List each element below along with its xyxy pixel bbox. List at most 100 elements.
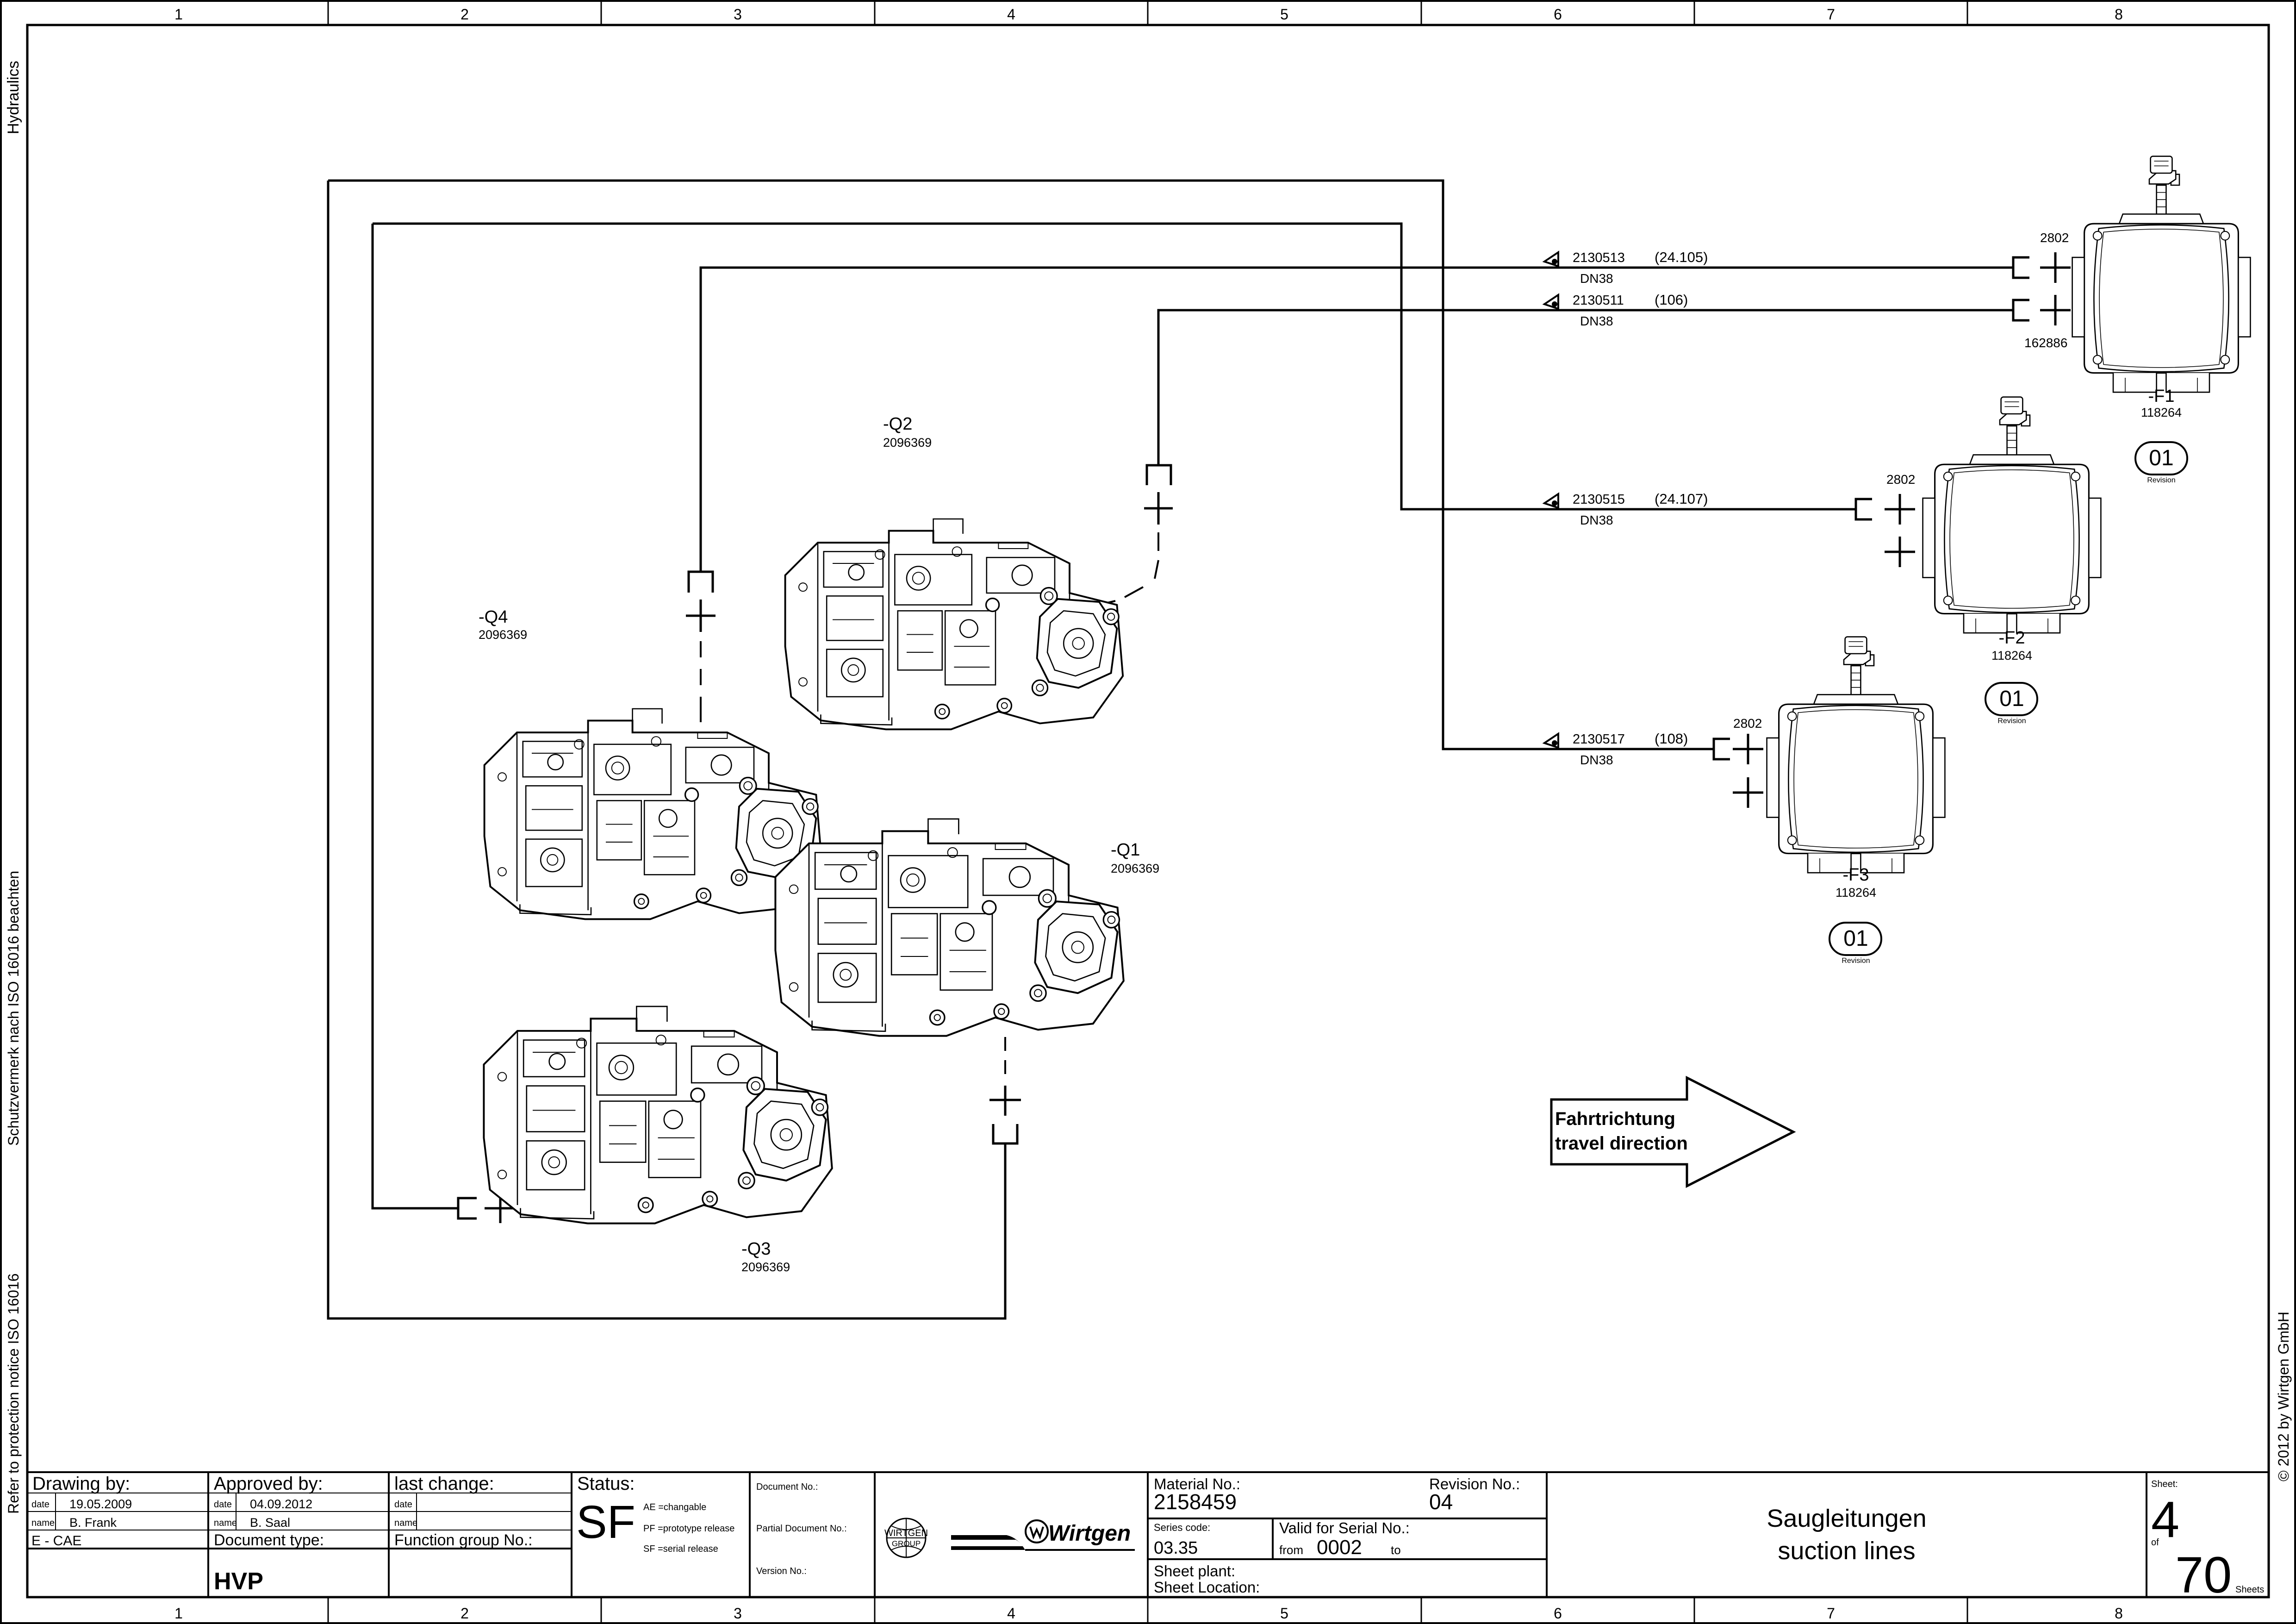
title-block: Drawing by: Approved by: last change: da… (27, 1471, 2269, 1604)
port-cross (2040, 295, 2071, 325)
line-q3 (371, 224, 458, 1210)
filter-f1-drawing (2072, 156, 2251, 393)
pump-q3-drawing (471, 996, 839, 1230)
fitting-number: 2802 (1886, 472, 1915, 487)
hose-size: DN38 (1580, 271, 1613, 286)
hose-size: DN38 (1580, 513, 1613, 527)
port-cross (1733, 777, 1763, 808)
fitting-number: 2802 (2040, 231, 2069, 245)
column-number: 4 (1007, 6, 1015, 23)
filter-number: 118264 (1836, 886, 1876, 899)
material-no: 2158459 (1154, 1490, 1237, 1514)
department: E - CAE (31, 1533, 81, 1549)
line-to-f1-lower (1157, 309, 2013, 465)
hose-reference: (106) (1655, 292, 1688, 308)
filter-f2-label: -F2 118264 01 Revision (1985, 628, 2038, 725)
revision-badge (2134, 441, 2188, 475)
wirtgen-logo: Wirtgen (951, 1519, 1135, 1551)
column-number: 2 (460, 6, 469, 23)
column-number: 8 (2115, 6, 2123, 23)
suction-lines (327, 179, 2013, 1320)
pump-labels: -Q1 2096369 -Q2 2096369 -Q3 2096369 -Q4 … (479, 414, 1159, 1274)
column-number: 3 (734, 6, 742, 23)
column-number: 5 (1280, 6, 1288, 23)
hose-reference: (24.105) (1655, 249, 1708, 265)
hose-part-number: 2130517 (1573, 732, 1625, 747)
material-no-label: Material No.: (1154, 1475, 1240, 1493)
function-group-label: Function group No.: (394, 1531, 533, 1549)
status-legend-sf: SF =serial release (643, 1544, 718, 1554)
revision-number: 01 (2149, 446, 2173, 470)
hose-part-number: 2130515 (1573, 492, 1625, 507)
hose-size: DN38 (1580, 314, 1613, 328)
fitting-number: 162886 (2024, 336, 2067, 350)
hose-label: 2130511 (106) DN38 (1542, 292, 1688, 328)
wirtgen-group-logo: WIRTGEN GROUP (884, 1518, 928, 1558)
side-label-protection-de: Schutzvermerk nach ISO 16016 beachten (5, 871, 22, 1146)
travel-direction-en: travel direction (1555, 1133, 1688, 1154)
port-bracket (457, 1197, 477, 1220)
status-legend-pf: PF =prototype release (643, 1524, 734, 1534)
port-bracket (2012, 256, 2029, 279)
column-numbers-bottom: 1 2 3 4 5 6 7 8 (174, 1605, 2123, 1622)
series-code: 03.35 (1154, 1538, 1198, 1558)
port-cross (1885, 537, 1915, 567)
revision-label: Revision (1842, 957, 1870, 965)
column-number: 1 (174, 6, 183, 23)
hose-icon (1542, 293, 1559, 310)
column-number: 7 (1827, 1605, 1835, 1622)
revision-label: Revision (1997, 717, 2026, 725)
column-number: 8 (2115, 1605, 2123, 1622)
revision-no: 04 (1429, 1490, 1453, 1514)
port-cross (686, 600, 716, 632)
hose-reference: (108) (1655, 731, 1688, 747)
name-label: name (394, 1518, 417, 1528)
port-symbols (457, 252, 2071, 1223)
port-cross (2040, 252, 2071, 283)
series-code-label: Series code: (1154, 1522, 1210, 1533)
revision-badge (1829, 922, 1882, 956)
column-number: 4 (1007, 1605, 1015, 1622)
hose-part-number: 2130511 (1573, 293, 1624, 308)
port-cross (1733, 734, 1763, 764)
approved-date: 04.09.2012 (250, 1497, 312, 1511)
revision-number: 01 (1999, 687, 2024, 711)
hose-label: 2130513 (24.105) DN38 (1542, 249, 1708, 286)
port-bracket (992, 1124, 1019, 1145)
pump-q2-number: 2096369 (883, 436, 932, 450)
logo-brand: Wirtgen (1048, 1521, 1131, 1546)
line-to-f2 (373, 222, 1856, 511)
revision-no-label: Revision No.: (1429, 1475, 1520, 1493)
valid-serial-label: Valid for Serial No.: (1279, 1519, 1410, 1537)
approved-by-label: Approved by: (214, 1474, 323, 1494)
status-legend-ae: AE =changable (643, 1502, 706, 1512)
date-label: date (394, 1499, 412, 1510)
travel-direction-arrow: Fahrtrichtung travel direction (1550, 1075, 1796, 1188)
column-number: 7 (1827, 6, 1835, 23)
filter-f3-drawing (1766, 636, 1946, 874)
version-label: Version No.: (756, 1566, 807, 1576)
revision-label: Revision (2147, 476, 2175, 484)
filter-number: 118264 (1991, 649, 2032, 662)
last-change-label: last change: (394, 1474, 494, 1494)
hose-label: 2130517 (108) DN38 (1542, 731, 1688, 767)
name-label: name (214, 1518, 237, 1528)
filter-f3-label: -F3 118264 01 Revision (1829, 865, 1882, 965)
hose-size: DN38 (1580, 753, 1613, 767)
filter-tag: -F3 (1843, 865, 1869, 885)
approved-name: B. Saal (250, 1516, 290, 1530)
column-number: 1 (174, 1605, 183, 1622)
revision-badge (1985, 682, 2038, 716)
arrow-right-icon (1550, 1075, 1796, 1188)
port-bracket (1145, 464, 1172, 485)
pump-q4-number: 2096369 (479, 628, 527, 642)
from-label: from (1279, 1543, 1303, 1557)
hose-label: 2130515 (24.107) DN38 (1542, 491, 1708, 527)
port-bracket (1712, 737, 1730, 761)
sheets-label: Sheets (2235, 1585, 2264, 1595)
fitting-number: 2802 (1733, 716, 1762, 731)
pump-q2-tag: -Q2 (883, 414, 912, 434)
of-label: of (2151, 1537, 2159, 1548)
